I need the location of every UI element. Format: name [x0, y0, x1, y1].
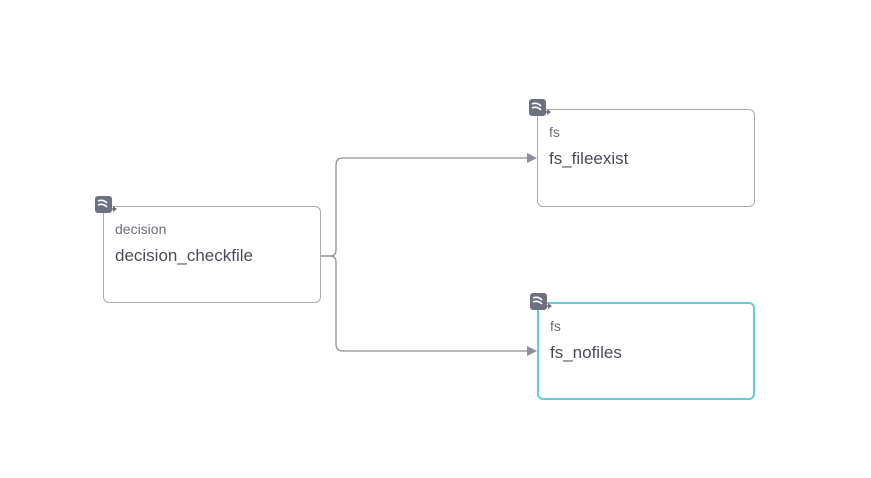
workflow-task-icon: [94, 195, 118, 219]
workflow-task-icon: [529, 292, 553, 316]
node-decision-checkfile[interactable]: decision decision_checkfile: [95, 196, 321, 303]
arrowhead-nofiles: [527, 346, 537, 356]
arrowhead-fileexist: [527, 153, 537, 163]
node-fs-nofiles[interactable]: fs fs_nofiles: [530, 293, 755, 400]
node-type-label: fs: [550, 318, 561, 334]
node-fs-fileexist[interactable]: fs fs_fileexist: [529, 99, 755, 207]
workflow-task-icon: [528, 98, 552, 122]
node-name-label: fs_nofiles: [550, 343, 622, 362]
node-type-label: fs: [549, 124, 560, 140]
node-name-label: decision_checkfile: [115, 246, 253, 265]
node-name-label: fs_fileexist: [549, 149, 629, 168]
edge-decision-to-fileexist: [321, 157, 529, 257]
edge-decision-to-nofiles: [321, 255, 529, 352]
node-type-label: decision: [115, 221, 167, 237]
